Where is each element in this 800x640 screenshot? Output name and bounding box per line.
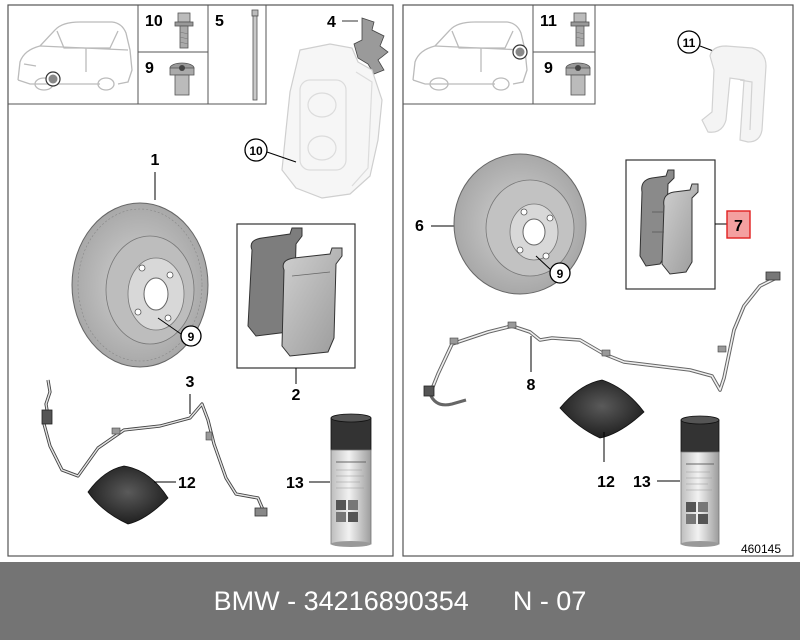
brake-disc-right [453, 153, 587, 295]
spray-can [330, 413, 372, 547]
carrier-callout-circle [677, 30, 701, 54]
spray-can-right [680, 415, 720, 547]
left-header-frame [7, 4, 267, 105]
guide-pin-icon [251, 9, 259, 101]
diagram-number: 460145 [741, 542, 781, 556]
left-header-label-spring: 4 [327, 14, 336, 31]
disc-bolt-callout-right: 9 [557, 267, 564, 281]
catalog-code-text: N - 07 [512, 585, 587, 616]
disc-callout: 1 [151, 152, 160, 169]
cloth-callout: 12 [178, 475, 196, 492]
brake-spring-icon [353, 17, 389, 75]
brake-pads-right [639, 169, 699, 275]
cleaning-cloth [87, 465, 169, 525]
sensor-callout-right: 8 [527, 377, 536, 394]
screw-plug-icon-right [565, 62, 591, 96]
wear-sensor-cable [41, 379, 268, 517]
flange-bolt-icon [174, 12, 194, 49]
left-header-label-pin: 5 [215, 13, 224, 30]
disc-bolt-callout-circle-right [549, 262, 571, 284]
wheel-position-icon-right [512, 44, 528, 60]
brake-carrier-ghost [701, 45, 767, 143]
right-header-label-bolt: 11 [540, 13, 557, 30]
car-sketch-right [412, 21, 528, 91]
screw-plug-icon [169, 62, 195, 96]
wear-sensor-cable-right [423, 271, 781, 407]
right-header-frame [402, 4, 596, 105]
disc-bolt-callout: 9 [188, 330, 195, 344]
left-panel: 10 9 5 4 [7, 4, 394, 557]
flange-bolt-icon-right [570, 12, 590, 47]
pads-callout: 2 [292, 387, 301, 404]
cloth-callout-right: 12 [597, 474, 615, 491]
disc-bolt-callout-circle [180, 325, 202, 347]
cleaning-cloth-right [559, 379, 645, 439]
left-header-label-bolt: 10 [145, 13, 163, 30]
pads-callout-highlight [726, 210, 751, 239]
wheel-position-icon [45, 71, 61, 87]
right-panel: 11 9 11 6 [402, 4, 794, 557]
left-header-label-plug: 9 [145, 60, 154, 77]
part-number-text: BMW - 34216890354 [213, 585, 469, 616]
brake-disc [71, 202, 209, 368]
pads-callout-right: 7 [734, 218, 743, 235]
spray-callout-right: 13 [633, 474, 651, 491]
spray-callout: 13 [286, 475, 304, 492]
part-number-footer: BMW - 34216890354 N - 07 [0, 562, 800, 640]
right-header-label-plug: 9 [544, 60, 553, 77]
disc-callout-right: 6 [415, 218, 424, 235]
brake-caliper-ghost [281, 43, 383, 199]
caliper-callout-circle [244, 138, 268, 162]
parts-diagram: 10 9 5 4 [7, 4, 794, 557]
sensor-callout: 3 [186, 374, 195, 391]
brake-pads [247, 227, 343, 357]
carrier-callout: 11 [683, 36, 696, 50]
caliper-callout: 10 [249, 144, 263, 158]
car-sketch [17, 21, 133, 91]
